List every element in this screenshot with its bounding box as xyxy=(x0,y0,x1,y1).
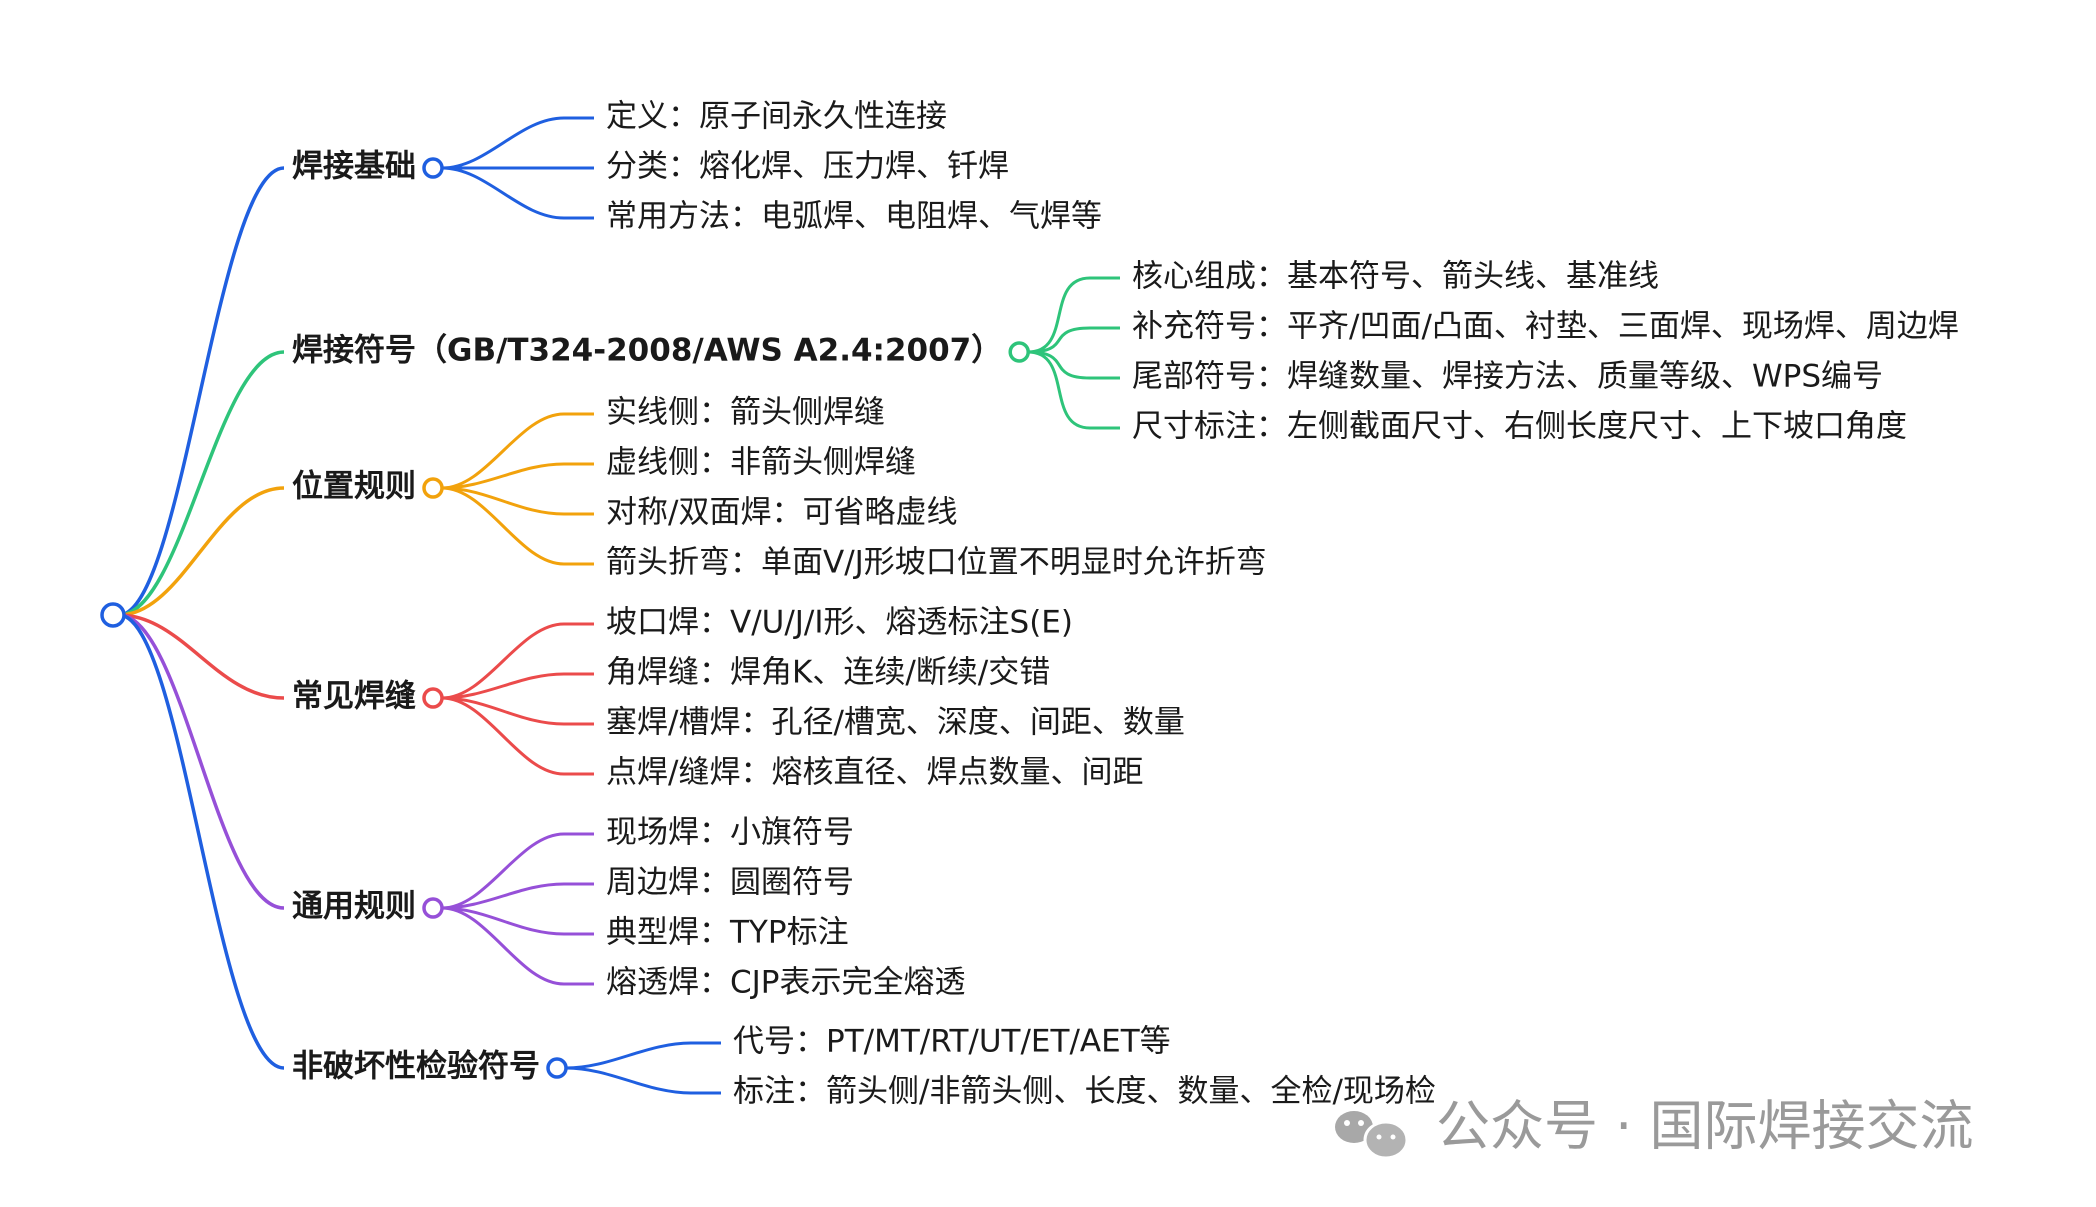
leaf-item-general-0[interactable]: 现场焊：小旗符号 xyxy=(606,815,854,851)
branch-label-position[interactable]: 位置规则 xyxy=(292,469,416,505)
watermark: 公众号 · 国际焊接交流 xyxy=(1335,1095,1974,1160)
edge-common-2 xyxy=(441,696,594,726)
leaf-item-ndt-0[interactable]: 代号：PT/MT/RT/UT/ET/AET等 xyxy=(733,1024,1171,1060)
edge-root-basics xyxy=(118,166,285,617)
branch-node-common[interactable] xyxy=(422,687,444,709)
leaf-item-general-2[interactable]: 典型焊：TYP标注 xyxy=(606,915,849,951)
leaf-item-position-2[interactable]: 对称/双面焊：可省略虚线 xyxy=(606,495,957,531)
leaf-items: 定义：原子间永久性连接分类：熔化焊、压力焊、钎焊常用方法：电弧焊、电阻焊、气焊等… xyxy=(606,99,1959,1110)
edge-ndt-1 xyxy=(565,1066,721,1095)
edge-ndt-0 xyxy=(565,1041,721,1070)
edge-general-2 xyxy=(441,906,594,936)
edge-symbols-1 xyxy=(1028,326,1120,354)
leaf-item-position-3[interactable]: 箭头折弯：单面V/J形坡口位置不明显时允许折弯 xyxy=(606,545,1267,581)
watermark-text: 公众号 · 国际焊接交流 xyxy=(1436,1095,1974,1158)
edge-basics-2 xyxy=(441,166,594,220)
leaf-item-common-2[interactable]: 塞焊/槽焊：孔径/槽宽、深度、间距、数量 xyxy=(606,705,1185,741)
branch-node-symbols[interactable] xyxy=(1008,341,1030,363)
mindmap-edges xyxy=(118,116,1120,1095)
leaf-item-basics-1[interactable]: 分类：熔化焊、压力焊、钎焊 xyxy=(606,149,1009,185)
leaf-item-basics-2[interactable]: 常用方法：电弧焊、电阻焊、气焊等 xyxy=(606,199,1102,235)
branch-label-common-welds[interactable]: 常见焊缝 xyxy=(292,679,416,715)
leaf-item-common-0[interactable]: 坡口焊：V/U/J/I形、熔透标注S(E) xyxy=(606,605,1073,641)
branch-node-position[interactable] xyxy=(422,477,444,499)
edge-root-position xyxy=(118,486,285,617)
branch-node-general[interactable] xyxy=(422,897,444,919)
edge-general-0 xyxy=(441,832,594,910)
leaf-item-ndt-1[interactable]: 标注：箭头侧/非箭头侧、长度、数量、全检/现场检 xyxy=(733,1074,1436,1110)
leaf-item-symbols-0[interactable]: 核心组成：基本符号、箭头线、基准线 xyxy=(1132,259,1659,295)
leaf-item-symbols-3[interactable]: 尺寸标注：左侧截面尺寸、右侧长度尺寸、上下坡口角度 xyxy=(1132,409,1907,445)
edge-position-2 xyxy=(441,486,594,516)
branch-node-ndt[interactable] xyxy=(546,1057,568,1079)
branch-node-basics[interactable] xyxy=(422,157,444,179)
branch-label-general-rules[interactable]: 通用规则 xyxy=(292,889,416,925)
branch-nodes xyxy=(422,157,1030,1079)
edge-symbols-2 xyxy=(1028,350,1120,380)
branch-label-basics[interactable]: 焊接基础 xyxy=(292,149,416,185)
root-node[interactable] xyxy=(100,602,126,628)
leaf-item-common-3[interactable]: 点焊/缝焊：熔核直径、焊点数量、间距 xyxy=(606,755,1143,791)
branch-label-ndt[interactable]: 非破坏性检验符号 xyxy=(292,1049,540,1085)
edge-symbols-3 xyxy=(1028,350,1120,430)
edge-common-3 xyxy=(441,696,594,776)
edge-position-1 xyxy=(441,462,594,490)
edge-common-1 xyxy=(441,672,594,700)
leaf-item-symbols-1[interactable]: 补充符号：平齐/凹面/凸面、衬垫、三面焊、现场焊、周边焊 xyxy=(1132,309,1959,345)
leaf-item-common-1[interactable]: 角焊缝：焊角K、连续/断续/交错 xyxy=(606,655,1050,691)
edge-common-0 xyxy=(441,622,594,700)
leaf-item-position-0[interactable]: 实线侧：箭头侧焊缝 xyxy=(606,395,885,431)
leaf-item-basics-0[interactable]: 定义：原子间永久性连接 xyxy=(606,99,947,135)
edge-general-3 xyxy=(441,906,594,986)
edge-basics-0 xyxy=(441,116,594,170)
leaf-item-position-1[interactable]: 虚线侧：非箭头侧焊缝 xyxy=(606,445,916,481)
edge-root-symbols xyxy=(118,350,285,617)
leaf-item-general-3[interactable]: 熔透焊：CJP表示完全熔透 xyxy=(606,965,965,1001)
edge-symbols-0 xyxy=(1028,276,1120,354)
edge-position-0 xyxy=(441,412,594,490)
edge-root-ndt xyxy=(118,613,285,1070)
edge-general-1 xyxy=(441,882,594,910)
leaf-item-symbols-2[interactable]: 尾部符号：焊缝数量、焊接方法、质量等级、WPS编号 xyxy=(1132,359,1883,395)
edge-root-general xyxy=(118,613,285,910)
edge-root-common xyxy=(118,613,285,700)
branch-label-symbols[interactable]: 焊接符号（GB/T324-2008/AWS A2.4:2007） xyxy=(292,333,1002,369)
wechat-icon xyxy=(1335,1111,1409,1160)
edge-position-3 xyxy=(441,486,594,566)
leaf-item-general-1[interactable]: 周边焊：圆圈符号 xyxy=(606,865,854,901)
